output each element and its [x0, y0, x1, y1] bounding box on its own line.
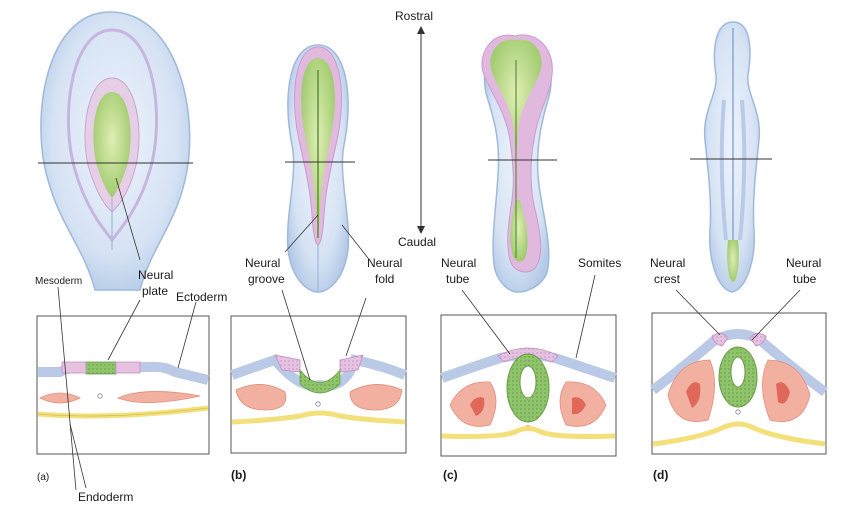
neural-plate-label-1: Neural: [138, 268, 174, 282]
section-a: [36, 315, 210, 455]
panel-d-letter: (d): [653, 468, 669, 482]
neural-fold-label-2: fold: [375, 272, 395, 286]
neural-crest-label-1: Neural: [650, 256, 686, 270]
embryo-a: [40, 11, 191, 291]
section-b: [230, 315, 407, 454]
rostral-label: Rostral: [395, 9, 434, 23]
embryo-c: [481, 34, 553, 293]
neural-tube-label-c-2: tube: [446, 272, 470, 286]
neural-groove-label-2: groove: [248, 272, 285, 286]
section-d: [650, 312, 828, 455]
caudal-label: Caudal: [398, 235, 437, 249]
neural-tube-label-d-2: tube: [793, 272, 817, 286]
panel-b-letter: (b): [231, 468, 247, 482]
leader-lines: [57, 177, 801, 491]
ectoderm-label: Ectoderm: [176, 290, 228, 304]
endoderm-label: Endoderm: [78, 490, 134, 504]
neural-tube-label-d-1: Neural: [786, 256, 822, 270]
neural-fold-label-1: Neural: [367, 256, 403, 270]
neural-crest-label-2: crest: [654, 272, 681, 286]
rostral-caudal-arrow: [417, 26, 425, 234]
neural-tube-label-c-1: Neural: [441, 256, 477, 270]
mesoderm-label: Mesoderm: [35, 276, 83, 287]
panel-a-letter: (a): [37, 472, 50, 483]
neural-groove-label-1: Neural: [245, 256, 281, 270]
panel-c-letter: (c): [443, 468, 458, 482]
embryo-d: [703, 21, 761, 293]
section-c: [440, 314, 617, 457]
embryo-b: [286, 44, 350, 293]
somites-label: Somites: [578, 256, 622, 270]
neural-plate-label-2: plate: [142, 284, 169, 298]
